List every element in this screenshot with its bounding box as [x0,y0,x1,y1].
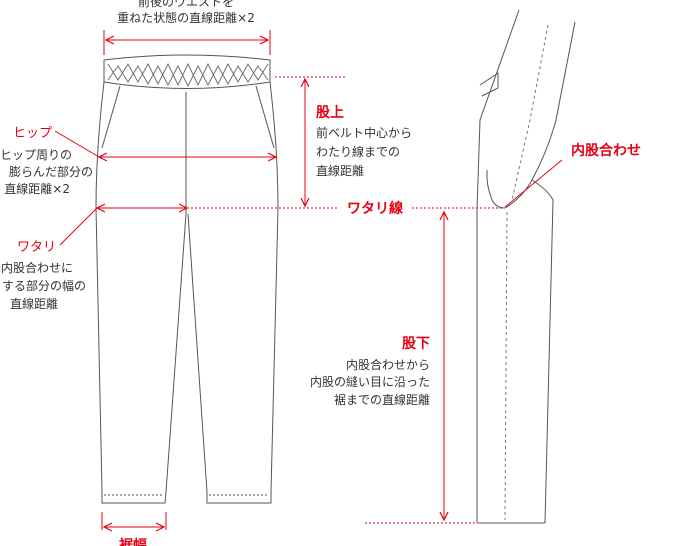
inseam-point-label: 内股合わせ [571,142,641,159]
inseam-title: 股下 [402,336,430,352]
inseam-text-2: 内股の縫い目に沿った [310,374,430,389]
waist-text-1: 前後のウエストを [138,0,234,9]
rise-measure: 股上 前ベルト中心から わたり線までの 直線距離 [275,76,412,206]
right-inseam [187,213,208,493]
hip-text-2: 膨らんだ部分の [9,164,93,179]
crotch-line: ワタリ線 [187,200,505,217]
watari-title: ワタリ [17,240,56,255]
hip-measure: ヒップ ヒップ周りの 膨らんだ部分の 直線距離×2 [0,126,276,196]
watari-text-1: 内股合わせに [1,260,73,275]
rise-text-2: わたり線までの [316,144,400,159]
watari-text-2: する部分の幅の [2,278,86,293]
side-belt-tab [479,72,499,97]
inseam-text-1: 内股合わせから [346,357,430,372]
hip-title: ヒップ [13,126,52,141]
watari-measure: ワタリ 内股合わせに する部分の幅の 直線距離 [1,208,187,311]
hem-measure: 裾幅 [101,512,167,546]
inseam-measure: 股下 内股合わせから 内股の縫い目に沿った 裾までの直線距離 [310,212,477,524]
left-hem [101,491,167,504]
waistband-pattern [107,62,269,87]
waist-text-2: 重ねた状態の直線距離×2 [117,10,255,25]
crotch-line-label: ワタリ線 [347,200,403,217]
front-pants-outline [95,54,279,504]
side-lower-front [544,199,554,524]
rise-text-3: 直線距離 [316,163,364,178]
inseam-point: 内股合わせ [504,142,641,208]
rise-title: 股上 [316,105,344,121]
side-pants-outline [476,9,576,524]
left-inseam [165,213,187,493]
hip-text-3: 直線距離×2 [4,181,70,196]
rise-text-1: 前ベルト中心から [316,125,412,140]
inseam-text-3: 裾までの直線距離 [334,392,430,407]
watari-text-3: 直線距離 [10,296,58,311]
hip-text-1: ヒップ周りの [0,148,72,162]
left-pocket [101,85,121,149]
hem-title: 裾幅 [119,537,147,546]
right-hem [206,492,272,504]
side-back-line [476,9,520,523]
right-pocket [255,85,275,149]
waist-measure: 前後のウエストを 重ねた状態の直線距離×2 [103,0,271,55]
right-leg-outer [269,81,279,493]
side-front-line [504,21,576,209]
